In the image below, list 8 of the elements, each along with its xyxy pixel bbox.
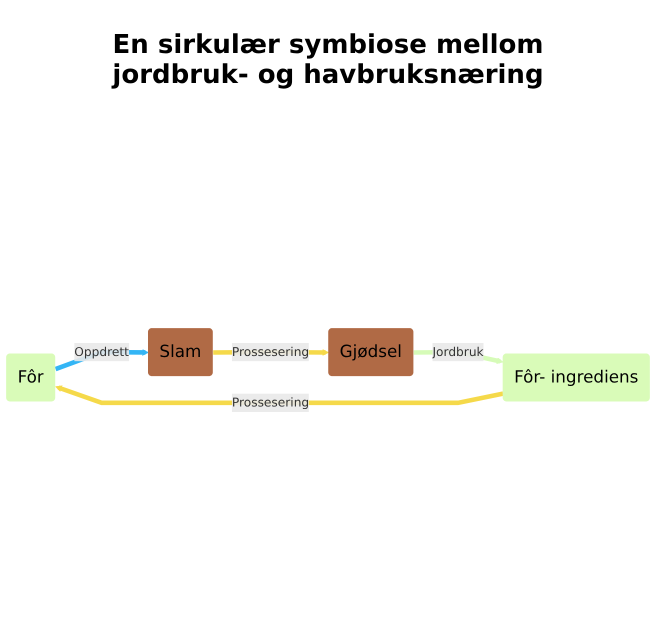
edge-label: Prossesering bbox=[232, 395, 310, 410]
node-box: Gjødsel bbox=[328, 328, 414, 376]
edge-label: Oppdrett bbox=[74, 344, 129, 359]
edge-label: Prossesering bbox=[232, 344, 310, 359]
node-box: Slam bbox=[148, 328, 213, 376]
node-box: Fôr bbox=[6, 353, 56, 402]
diagram-title: En sirkulær symbiose mellom jordbruk- og havbruksnæring bbox=[110, 30, 545, 90]
node-box: Fôr- ingrediens bbox=[502, 353, 650, 402]
